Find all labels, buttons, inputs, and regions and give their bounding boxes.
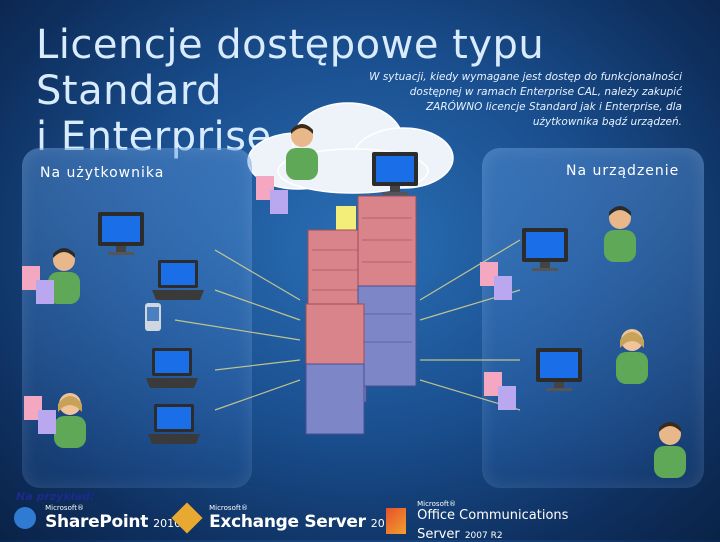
- person-icon: [282, 122, 322, 182]
- monitor-icon: [96, 210, 146, 256]
- phone-icon: [144, 302, 162, 332]
- laptop-icon: [146, 402, 202, 448]
- document-icon: [22, 266, 62, 312]
- exchange-prefix: Microsoft®: [209, 504, 399, 512]
- monitor-icon: [370, 150, 420, 196]
- logo-ocs: Microsoft® Office Communications Server …: [386, 500, 568, 542]
- example-label: Na przykład:: [16, 490, 94, 503]
- sharepoint-prefix: Microsoft®: [45, 504, 181, 512]
- monitor-icon: [520, 226, 570, 272]
- exchange-logo-icon: [171, 502, 202, 533]
- laptop-icon: [150, 258, 206, 304]
- server-icon: [302, 300, 368, 440]
- laptop-icon: [144, 346, 200, 392]
- ocs-name: Office Communications: [417, 508, 568, 523]
- sharepoint-name: SharePoint: [45, 512, 148, 532]
- sharepoint-logo-icon: [14, 507, 36, 529]
- monitor-icon: [534, 346, 584, 392]
- person-icon: [600, 204, 640, 264]
- exchange-name: Exchange Server: [209, 512, 366, 532]
- document-icon: [24, 396, 64, 442]
- document-icon: [480, 262, 520, 308]
- document-icon: [484, 372, 524, 418]
- office-logo-icon: [386, 508, 406, 534]
- ocs-prefix: Microsoft®: [417, 500, 568, 508]
- document-icon: [256, 176, 296, 222]
- logo-exchange: Microsoft® Exchange Server 2010: [176, 504, 399, 532]
- person-icon: [612, 326, 652, 386]
- logo-sharepoint: Microsoft® SharePoint 2010: [14, 504, 181, 532]
- person-icon: [650, 420, 690, 480]
